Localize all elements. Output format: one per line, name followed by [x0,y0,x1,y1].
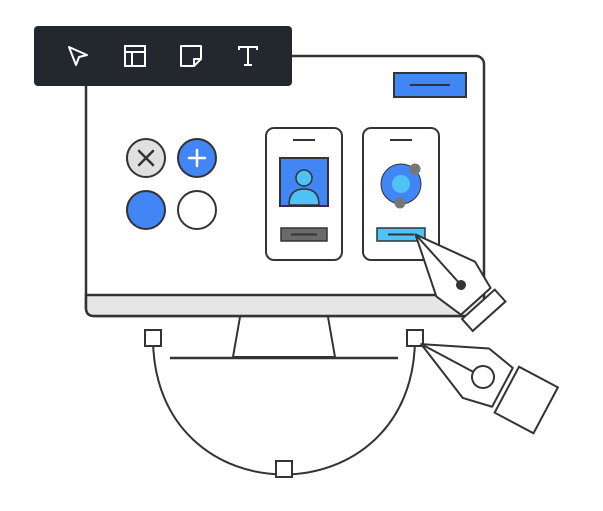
user-avatar-icon [279,157,329,207]
design-toolbar [34,26,292,86]
pointer-icon [68,46,89,66]
add-icon[interactable] [177,138,217,178]
tool-layout[interactable] [119,40,151,72]
layout-icon [123,45,146,67]
text-icon [237,46,258,66]
pen-tool-icon[interactable] [408,319,560,435]
close-icon[interactable] [126,138,166,178]
white-radio-button[interactable] [177,190,217,230]
header-accent-button[interactable] [393,72,467,98]
tool-sticky-note[interactable] [175,40,207,72]
tool-text[interactable] [232,40,264,72]
orbit-graphic-icon [380,163,422,209]
phone-mockup-graphic [362,127,440,261]
tool-pointer[interactable] [62,40,94,72]
sticky-note-icon [180,45,203,67]
pen-nib-icon[interactable] [396,217,508,334]
bezier-handle-bottom[interactable] [275,460,293,478]
bezier-handle-left[interactable] [144,329,162,347]
bezier-handle-right[interactable] [406,329,424,347]
phone-mockup-profile [265,127,343,261]
monitor-stand [170,316,398,360]
blue-radio-button[interactable] [126,190,166,230]
